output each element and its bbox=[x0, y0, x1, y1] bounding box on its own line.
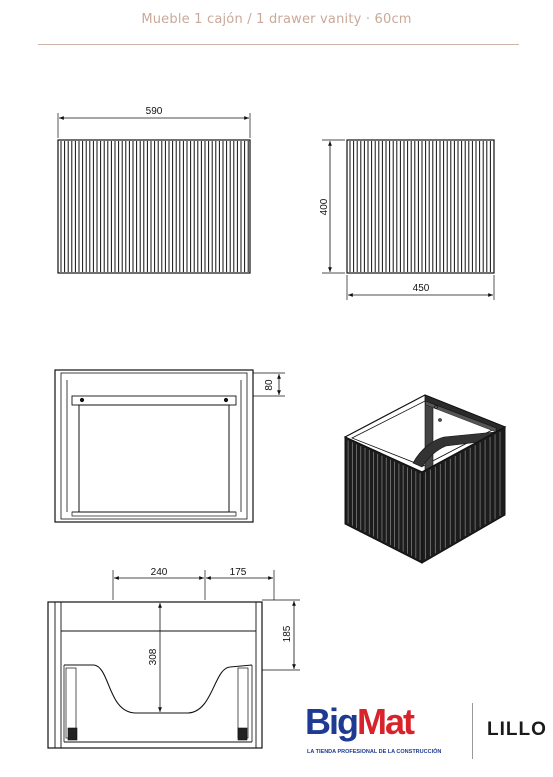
logo-divider bbox=[472, 703, 473, 759]
dim-top-drawer-height: 80 bbox=[264, 379, 275, 391]
side-flutes bbox=[349, 141, 491, 272]
dim-front-width: 590 bbox=[146, 106, 163, 117]
front-view: 590 bbox=[57, 106, 251, 274]
dim-back-offset: 185 bbox=[282, 625, 293, 642]
title-divider bbox=[38, 44, 519, 45]
plan-view bbox=[47, 570, 300, 749]
bigmat-logo: BigMat LA TIENDA PROFESIONAL DE LA CONST… bbox=[305, 702, 455, 764]
dim-cutout-side: 175 bbox=[230, 567, 247, 578]
isometric-view bbox=[343, 394, 507, 564]
drawer-frame-view bbox=[54, 369, 285, 523]
iso-flutes bbox=[347, 431, 501, 561]
dim-cutout-width: 240 bbox=[151, 567, 168, 578]
logo-word-mat: Mat bbox=[357, 701, 415, 742]
logo-word-big: Big bbox=[305, 701, 359, 742]
logo-tagline: LA TIENDA PROFESIONAL DE LA CONSTRUCCIÓN bbox=[307, 749, 442, 755]
dim-side-height: 400 bbox=[319, 198, 330, 215]
dim-cutout-depth: 308 bbox=[148, 648, 159, 665]
front-flutes bbox=[60, 141, 249, 272]
side-view: 400 450 bbox=[319, 139, 495, 300]
page-title: Mueble 1 cajón / 1 drawer vanity · 60cm bbox=[141, 12, 412, 27]
dim-side-depth: 450 bbox=[413, 283, 430, 294]
brand-name: LILLO bbox=[487, 719, 547, 740]
